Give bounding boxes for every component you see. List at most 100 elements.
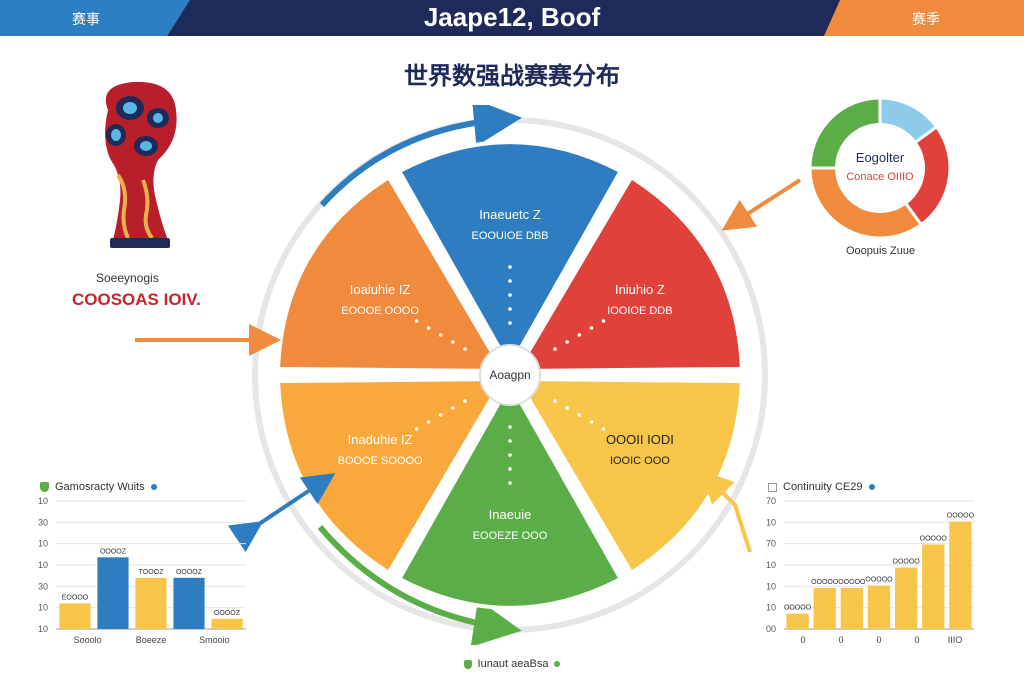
bar: [786, 613, 809, 629]
bar: [895, 567, 918, 629]
logo-caption-line1: Soeeynogis: [96, 271, 159, 285]
wheel-dot: [438, 333, 443, 337]
bar: [922, 544, 945, 629]
wheel-dot: [463, 347, 467, 351]
wheel-segment-sub-5: BOOOE SOOOO: [338, 455, 423, 467]
dot-icon: [554, 661, 561, 667]
wheel-segment-title-6: Ioaiuhie IZ: [350, 282, 411, 297]
wheel-dot: [508, 265, 512, 269]
bar-data-label: OOOOO: [838, 579, 866, 586]
arrow-leftchart-to-wheel: [227, 473, 336, 553]
wheel-dot: [601, 319, 606, 323]
wheel-center-label: Aoagpn: [489, 368, 530, 382]
wheel-segment-sub-6: EOOOE OOOO: [341, 305, 419, 317]
wheel-segment-sub-4: EOOEZE OOO: [473, 530, 548, 542]
wheel-dot: [601, 427, 606, 431]
wheel-dot: [451, 340, 455, 344]
y-tick-label: 10: [766, 603, 776, 613]
bar-data-label: OOOOO: [947, 512, 975, 519]
wheel-segment-sub-3: IOOIC OOO: [610, 455, 670, 467]
wheel-dot: [426, 326, 431, 330]
banner-left-label: 赛事: [72, 11, 100, 27]
banner-left-stripe: [0, 0, 190, 36]
dot-icon: [150, 484, 157, 490]
wheel-segment-2: [514, 175, 744, 373]
left-chart-title: Gamosracty Wuits: [55, 481, 145, 493]
wheel-dot: [508, 307, 512, 311]
y-tick-label: 70: [766, 496, 776, 506]
wheel-dot: [553, 347, 557, 351]
right-chart-title: Continuity CE29: [783, 481, 863, 493]
bar-data-label: OOOOO: [811, 579, 839, 586]
bar-data-label: EOOOO: [62, 594, 89, 601]
y-tick-label: 10: [38, 624, 48, 634]
distribution-wheel: Inaeuetc Z EOOUIOE DBB Iniuhio Z IOOIOE DDB…: [252, 105, 768, 645]
shield-icon: [463, 659, 472, 669]
footer-label: Iunaut aeaBsa: [477, 658, 549, 670]
donut-caption: Ooopuis Zuue: [846, 245, 916, 257]
wheel-dot: [508, 481, 512, 485]
wheel-dot: [577, 333, 582, 337]
wheel-dot: [508, 439, 512, 443]
wheel-dot: [553, 399, 557, 403]
wheel-segment-sub-1: EOOUIOE DBB: [471, 230, 548, 242]
ring-arrow-blue: [319, 105, 522, 208]
wheel-dot: [463, 399, 467, 403]
wheel-dot: [414, 319, 419, 323]
bar: [867, 585, 891, 629]
donut-label-title: Eogolter: [856, 150, 905, 165]
wheel-dot: [565, 340, 569, 344]
bar-data-label: OOOOZ: [176, 569, 203, 576]
wheel-dot: [508, 279, 512, 283]
bar: [813, 588, 836, 629]
right-chart-header: Continuity CE29: [768, 481, 875, 493]
wheel-dot: [589, 326, 594, 330]
bar-data-label: OOOOO: [893, 559, 921, 566]
x-tick-label: IIIO: [948, 635, 963, 645]
arrow-rightchart-to-wheel: [700, 470, 752, 553]
arrow-donut-to-wheel: [721, 178, 802, 231]
wheel-segment-title-5: Inaduhie IZ: [348, 432, 413, 447]
bar-data-label: OOOOZ: [100, 548, 127, 555]
banner-right-stripe: [824, 0, 1024, 36]
bar-data-label: OOOOZ: [214, 610, 241, 617]
wheel-segment-title-3: OOOII IODI: [606, 432, 674, 447]
dot-icon: [868, 484, 875, 490]
y-tick-label: 10: [766, 517, 776, 527]
banner-right-label: 赛季: [912, 11, 940, 27]
wheel-dot: [508, 467, 512, 471]
wheel-segment-title-2: Iniuhio Z: [615, 282, 665, 297]
x-tick-label: 0: [838, 635, 843, 645]
wheel-segment-1: [397, 140, 623, 369]
donut-chart: Eogolter Conace OIIIO: [808, 96, 952, 240]
x-tick-label: 0: [914, 635, 919, 645]
page-title: 世界数强战赛赛分布: [404, 63, 620, 90]
bar: [59, 603, 91, 629]
wheel-dot: [451, 406, 455, 410]
donut-label-sub: Conace OIIIO: [846, 171, 914, 183]
bar-data-label: OOOOO: [865, 576, 893, 583]
wheel-dot: [508, 425, 512, 429]
wheel-dot: [414, 427, 419, 431]
wheel-segment-4: [397, 381, 623, 610]
wheel-segment-title-1: Inaeuetc Z: [479, 207, 540, 222]
wheel-dot: [438, 413, 443, 417]
shield-icon: [40, 482, 49, 492]
trophy-logo: [105, 81, 177, 248]
y-tick-label: 10: [38, 560, 48, 570]
wheel-dot: [508, 453, 512, 457]
wheel-segment-sub-2: IOOIOE DDB: [607, 305, 672, 317]
wheel-dot: [508, 293, 512, 297]
left-chart-header: Gamosracty Wuits: [40, 481, 157, 493]
bar: [135, 577, 167, 629]
bar-data-label: TOOOZ: [139, 569, 164, 576]
y-tick-label: 70: [766, 539, 776, 549]
wheel-dot: [426, 420, 431, 424]
wheel-center-circle: [479, 344, 541, 406]
logo-caption-line2: COOSOAS IOIV.: [72, 290, 201, 309]
x-tick-label: Boeeze: [136, 635, 167, 645]
bar: [211, 618, 243, 629]
